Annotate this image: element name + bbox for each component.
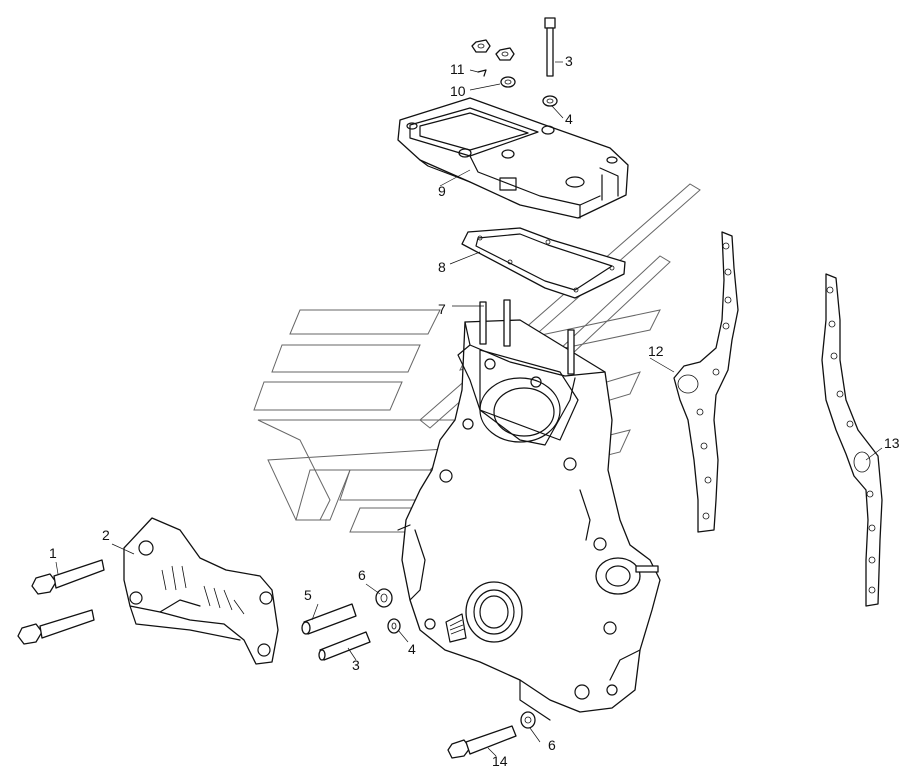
- washer-part-6: [375, 588, 393, 608]
- callout-6-top: 6: [358, 567, 366, 583]
- callout-4-top: 4: [565, 111, 573, 127]
- top-cover-part: [397, 97, 629, 219]
- washer-part-4: [387, 618, 401, 634]
- nuts-and-washers: [471, 39, 516, 88]
- callout-3-bottom: 3: [352, 657, 360, 673]
- callout-10: 10: [450, 83, 466, 99]
- callout-2: 2: [102, 527, 110, 543]
- washer-part-top: [542, 95, 558, 107]
- case-gasket-part-13: [821, 273, 883, 607]
- callout-1: 1: [49, 545, 57, 561]
- pin-part-5: [301, 603, 357, 635]
- bracket-part: [123, 517, 279, 665]
- cover-gasket-part: [461, 227, 626, 299]
- callout-5: 5: [304, 587, 312, 603]
- leader-lines: [55, 61, 883, 757]
- case-gasket-part-12: [673, 231, 739, 533]
- stud-part-top: [544, 17, 556, 77]
- callout-14: 14: [492, 753, 508, 769]
- callout-13: 13: [884, 435, 900, 451]
- callout-9: 9: [438, 183, 446, 199]
- bolt-part-14: [447, 725, 517, 759]
- dowel-part-3: [318, 631, 371, 661]
- timing-case-housing: [397, 299, 661, 721]
- callout-8: 8: [438, 259, 446, 275]
- callout-11: 11: [450, 61, 465, 77]
- callout-7: 7: [438, 301, 446, 317]
- callout-4-bottom: 4: [408, 641, 416, 657]
- callout-12: 12: [648, 343, 664, 359]
- bolts-part-1: [17, 559, 105, 645]
- callout-6-bottom: 6: [548, 737, 556, 753]
- callout-3-top: 3: [565, 53, 573, 69]
- washer-part-6-bottom: [520, 711, 536, 729]
